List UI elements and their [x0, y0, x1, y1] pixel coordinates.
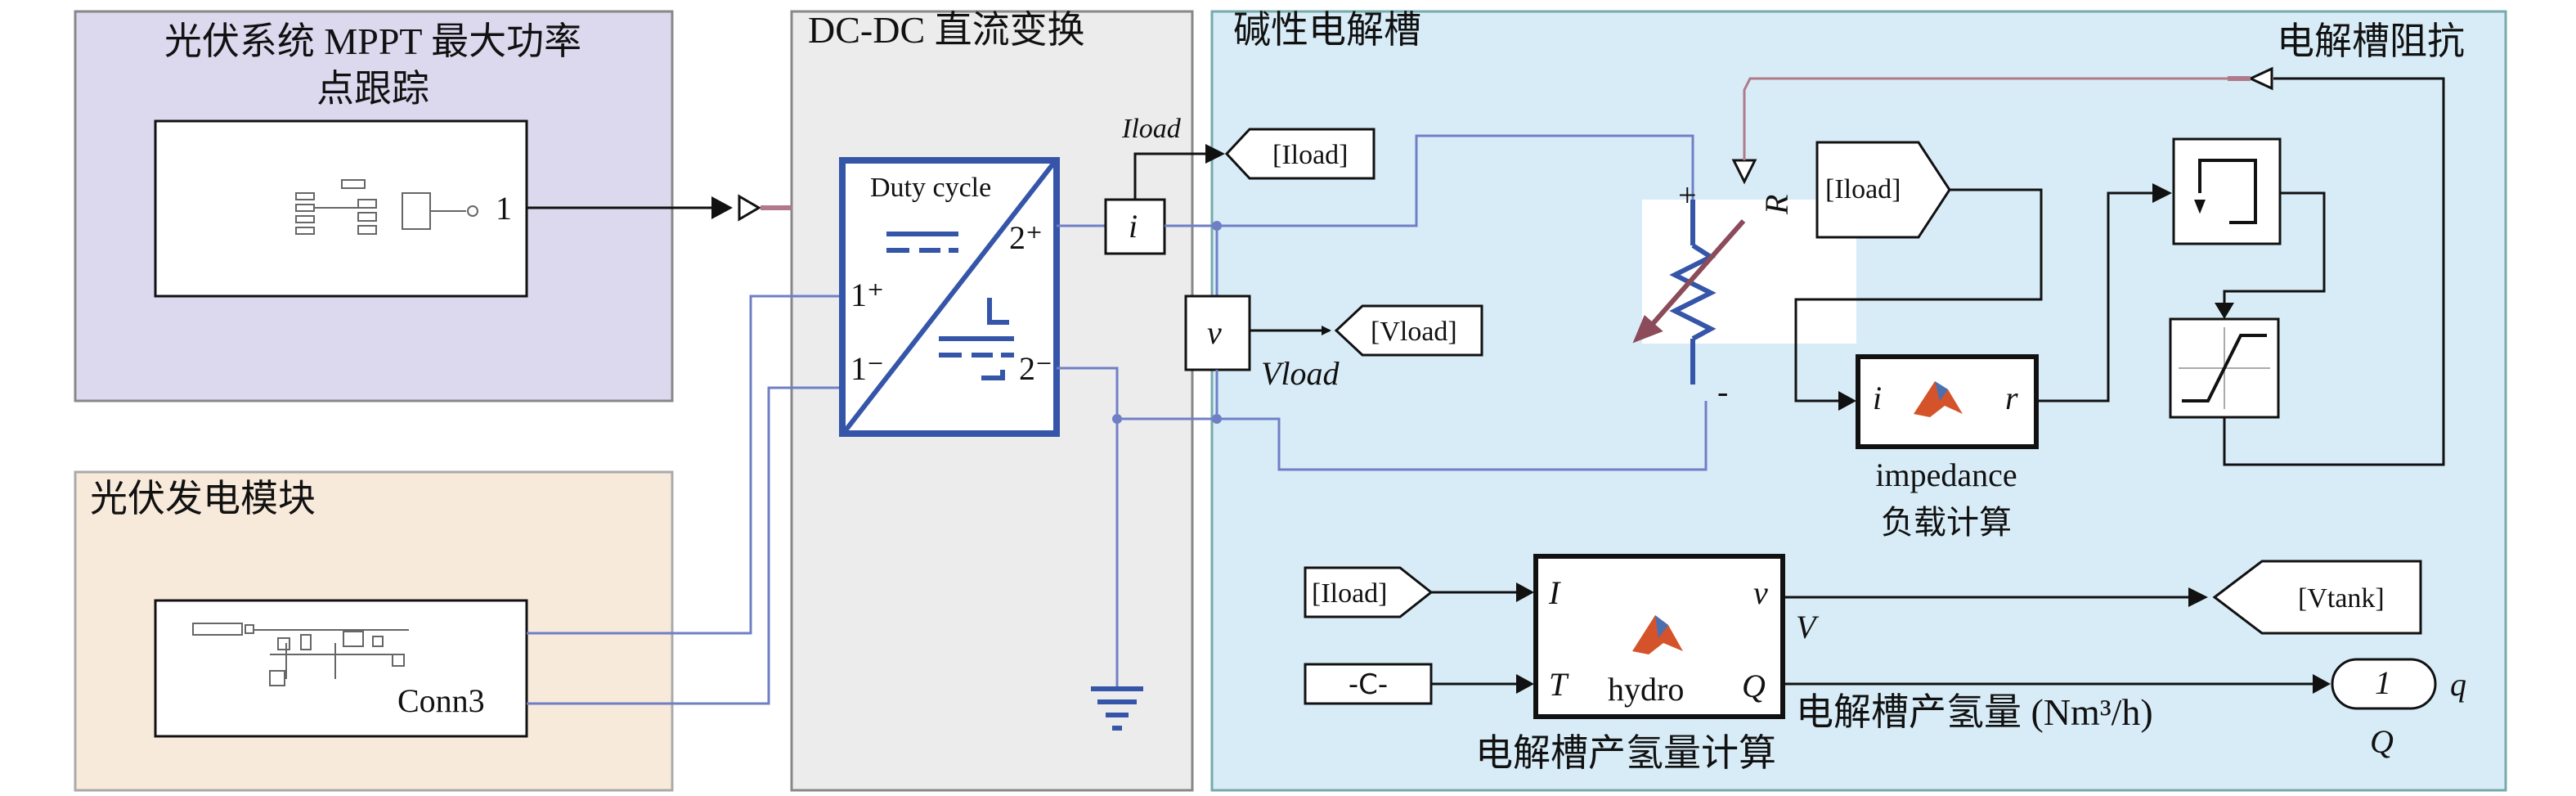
port-2-minus: 2⁻ [1019, 350, 1052, 387]
v-label: V [1796, 609, 1820, 645]
converter-diagonal [843, 162, 1056, 432]
matlab-icon-hydro [1632, 615, 1683, 654]
converter-port-arrow [738, 194, 761, 222]
outport-num: 1 [2375, 664, 2391, 701]
q-label: Q [2370, 723, 2394, 760]
voltage-sensor[interactable] [1184, 295, 1251, 371]
hydro-name: hydro [1608, 671, 1684, 708]
port-1-plus: 1⁺ [850, 277, 884, 313]
hit-crossing-block[interactable] [2172, 137, 2282, 245]
pv-conn-label: Conn3 [397, 682, 485, 719]
goto-vtank[interactable] [2212, 560, 2422, 635]
wire-hit-to-sat [2223, 191, 2326, 306]
wire-isensor-to-load [1165, 134, 1694, 227]
hydro-cn-label: 电解槽产氢量计算 [1475, 732, 1776, 774]
pv-title: 光伏发电模块 [90, 478, 316, 519]
hydro-out-q: Q [1742, 668, 1766, 704]
hydro-in-t: T [1549, 666, 1569, 703]
arrow-impedance-in [1838, 391, 1856, 411]
arrow-q [2313, 674, 2331, 694]
wire-pv-plus [527, 295, 846, 635]
arrow-hit [2152, 183, 2172, 203]
arrow-mppt [711, 196, 733, 219]
resistor-minus: - [1717, 373, 1728, 410]
duty-cycle-label: Duty cycle [870, 173, 991, 203]
goto-vload-label: [Vload] [1371, 317, 1457, 347]
dc-output-symbol-icon [939, 298, 1014, 380]
hydro-out-v: v [1753, 574, 1768, 611]
voltage-sensor-label: v [1207, 314, 1222, 351]
outport-q[interactable] [2331, 658, 2437, 710]
goto-vtank-label: [Vtank] [2298, 583, 2385, 614]
dc-symbol-icon [886, 232, 958, 253]
wire-minus-to-load [1217, 401, 1708, 471]
arrow-hydro-t [1516, 674, 1534, 694]
impedance-name: impedance [1875, 456, 2017, 493]
current-sensor-label: i [1129, 208, 1138, 245]
mppt-title-line1: 光伏系统 MPPT 最大功率 [164, 20, 581, 62]
hydro-in-i: I [1548, 574, 1561, 611]
matlab-icon [1914, 381, 1963, 417]
port-2-plus: 2⁺ [1009, 219, 1043, 256]
mppt-out-port: 1 [496, 190, 512, 227]
hit-crossing-icon [2194, 159, 2257, 224]
impedance-inport-arrow [2247, 66, 2273, 91]
wire-iload-impedance [1794, 188, 2043, 402]
impedance-out-port: r [2005, 380, 2018, 416]
hydrogen-label: 电解槽产氢量 (Nm³/h) [1796, 691, 2153, 733]
port-1-minus: 1⁻ [850, 350, 884, 387]
goto-iload-label: [Iload] [1272, 140, 1349, 170]
goto-iload[interactable] [1224, 128, 1376, 180]
from-iload-hydro-label: [Iload] [1312, 578, 1388, 609]
wire-saturation-return [2223, 77, 2445, 466]
impedance-title: 电解槽阻抗 [2277, 20, 2465, 62]
wire-conv-minus [1057, 367, 1217, 420]
variable-resistor-icon[interactable] [1632, 200, 1746, 385]
from-iload-impedance-label: [Iload] [1825, 174, 1901, 205]
arrow-sat [2215, 303, 2234, 319]
iload-label: Iload [1121, 114, 1182, 144]
impedance-in-port: i [1873, 380, 1882, 416]
electrolyzer-title: 碱性电解槽 [1233, 9, 1421, 51]
from-iload-hydro[interactable] [1304, 566, 1434, 618]
ground-icon [1091, 686, 1143, 731]
arrow-iload [1205, 144, 1225, 164]
impedance-cn-label: 负载计算 [1881, 504, 2012, 541]
mppt-thumbnail-icon [295, 179, 478, 235]
resistor-plus: + [1678, 177, 1697, 214]
from-iload-impedance[interactable] [1815, 141, 1951, 239]
const-block-label: -C- [1349, 668, 1388, 701]
dcdc-title: DC-DC 直流变换 [808, 9, 1085, 51]
pv-thumbnail-icon [192, 623, 409, 686]
vload-label: Vload [1261, 355, 1340, 392]
wire-impedance-feedback [1743, 77, 2228, 160]
saturation-icon [2179, 327, 2270, 409]
wire-pv-minus [527, 386, 846, 705]
resistor-r-label: R [1758, 195, 1795, 215]
goto-vload[interactable] [1334, 304, 1483, 357]
mppt-title-line2: 点跟踪 [316, 68, 429, 110]
wire-iload [1133, 152, 1209, 200]
wire-impedance-out [2036, 191, 2156, 402]
arrow-hydro-i [1516, 582, 1534, 602]
outport-name: q [2450, 666, 2466, 703]
arrow-vtank [2188, 587, 2208, 607]
